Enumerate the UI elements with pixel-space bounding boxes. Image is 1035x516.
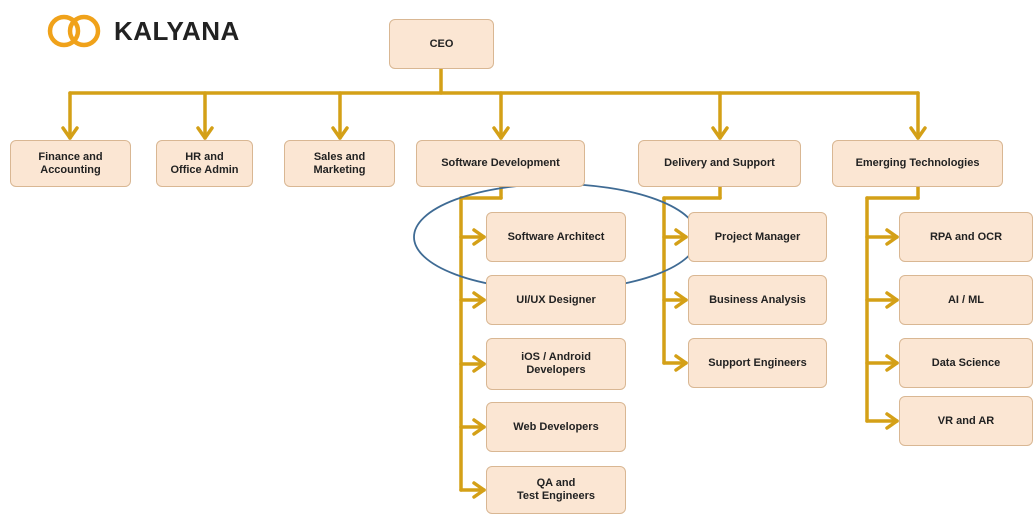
role-qa-test-engineers: QA and Test Engineers — [486, 466, 626, 514]
department-arrow-2 — [331, 126, 349, 140]
brand-name: KALYANA — [114, 15, 240, 46]
role-rpa-ocr: RPA and OCR — [899, 212, 1033, 262]
role-project-manager: Project Manager — [688, 212, 827, 262]
software-branch-arrow-4 — [472, 481, 486, 499]
department-arrow-3 — [492, 126, 510, 140]
emerging-branch-arrow-3 — [885, 412, 899, 430]
role-business-analysis: Business Analysis — [688, 275, 827, 325]
role-data-science: Data Science — [899, 338, 1033, 388]
software-branch-arrow-3 — [472, 418, 486, 436]
role-ui-ux-designer: UI/UX Designer — [486, 275, 626, 325]
role-ai-ml: AI / ML — [899, 275, 1033, 325]
ceo-box: CEO — [389, 19, 494, 69]
software-branch-arrow-1 — [472, 291, 486, 309]
department-arrow-1 — [196, 126, 214, 140]
department-arrow-5 — [909, 126, 927, 140]
department-finance: Finance and Accounting — [10, 140, 131, 187]
role-support-engineers: Support Engineers — [688, 338, 827, 388]
role-software-architect: Software Architect — [486, 212, 626, 262]
software-branch-arrow-2 — [472, 355, 486, 373]
delivery-branch-arrow-2 — [674, 354, 688, 372]
role-vr-ar: VR and AR — [899, 396, 1033, 446]
role-mobile-developers: iOS / Android Developers — [486, 338, 626, 390]
emerging-branch-arrow-0 — [885, 228, 899, 246]
department-arrow-0 — [61, 126, 79, 140]
interlocked-rings-icon — [47, 14, 101, 48]
department-hr: HR and Office Admin — [156, 140, 253, 187]
delivery-branch-arrow-0 — [674, 228, 688, 246]
department-arrow-4 — [711, 126, 729, 140]
department-delivery-support: Delivery and Support — [638, 140, 801, 187]
department-software-development: Software Development — [416, 140, 585, 187]
kalyana-logo: KALYANA — [44, 14, 240, 48]
delivery-branch-arrow-1 — [674, 291, 688, 309]
emerging-branch-arrow-2 — [885, 354, 899, 372]
emerging-branch-arrow-1 — [885, 291, 899, 309]
software-branch-arrow-0 — [472, 228, 486, 246]
department-sales: Sales and Marketing — [284, 140, 395, 187]
role-web-developers: Web Developers — [486, 402, 626, 452]
department-emerging-technologies: Emerging Technologies — [832, 140, 1003, 187]
